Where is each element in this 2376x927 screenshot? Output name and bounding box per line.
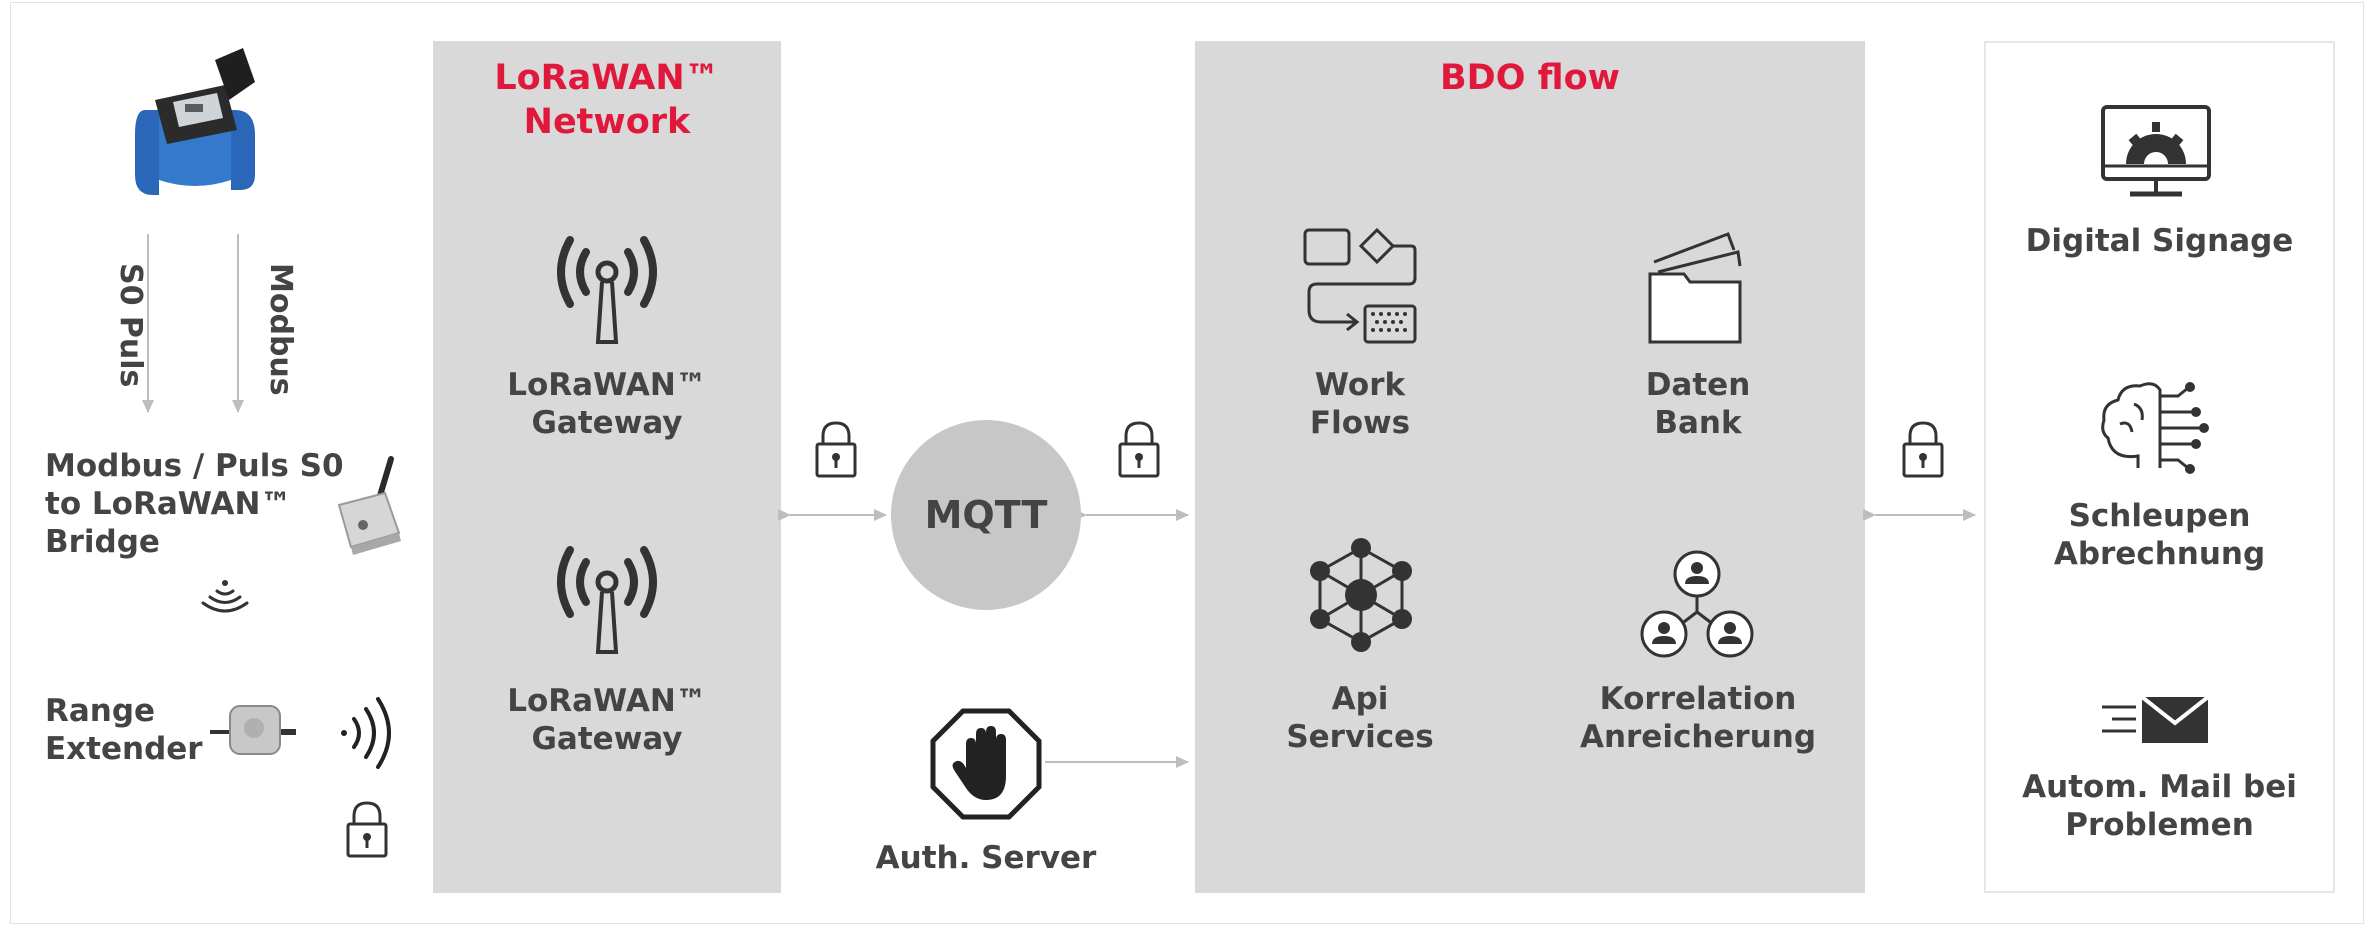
workflow-icon	[1303, 227, 1417, 344]
antenna-icon	[557, 236, 657, 344]
lorawan-network-panel	[433, 41, 781, 893]
mail-icon	[2102, 695, 2210, 743]
api-services-label: Api Services	[1286, 681, 1434, 755]
monitor-gear-icon	[2101, 105, 2211, 197]
lock-icon	[815, 421, 857, 478]
modbus-label: Modbus	[263, 263, 298, 396]
digital-signage-label: Digital Signage	[2025, 223, 2294, 259]
s0-puls-label: S0 Puls	[113, 263, 148, 388]
folder-icon	[1648, 232, 1742, 344]
network-hub-icon	[1310, 538, 1412, 652]
lorawan-network-title: LoRaWAN™ Network	[494, 58, 720, 142]
gateway-1-label: LoRaWAN™ Gateway	[507, 367, 707, 441]
bridge-device-image	[337, 456, 401, 555]
radio-wave-icon	[341, 697, 391, 769]
correlation-label: Korrelation Anreicherung	[1579, 681, 1817, 755]
diagram-frame	[10, 2, 2364, 924]
bdo-flow-panel	[1195, 41, 1865, 893]
lock-icon	[1118, 421, 1160, 478]
water-meter-image	[135, 48, 255, 195]
gateway-2-label: LoRaWAN™ Gateway	[507, 683, 707, 757]
mqtt-label: MQTT	[924, 493, 1048, 537]
range-extender-label: Range Extender	[45, 693, 203, 767]
database-label: Daten Bank	[1645, 367, 1751, 441]
auth-server-label: Auth. Server	[875, 840, 1097, 876]
lock-icon	[1902, 421, 1944, 478]
antenna-icon	[557, 546, 657, 654]
stop-hand-icon	[930, 708, 1042, 820]
workflows-label: Work Flows	[1309, 367, 1411, 441]
people-network-icon	[1640, 550, 1754, 658]
bdo-flow-title: BDO flow	[1440, 58, 1620, 98]
mqtt-broker: MQTT	[891, 420, 1081, 610]
automated-mail-label: Autom. Mail bei Problemen	[2022, 769, 2297, 843]
range-extender-image	[210, 705, 296, 755]
bridge-label: Modbus / Puls S0 to LoRaWAN™ Bridge	[45, 448, 344, 560]
wireless-signal-icon	[201, 580, 249, 613]
lock-icon	[346, 801, 388, 858]
cloud-brain-icon	[2101, 382, 2209, 474]
schleupen-billing-label: Schleupen Abrechnung	[2053, 498, 2266, 572]
